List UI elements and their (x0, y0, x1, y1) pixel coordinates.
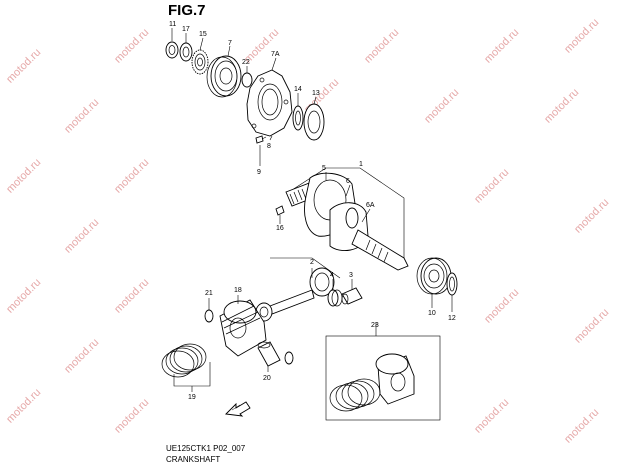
callout-16: 16 (276, 225, 284, 232)
callout-8: 8 (267, 143, 271, 150)
callout-1: 1 (359, 161, 363, 168)
callout-5: 5 (322, 165, 326, 172)
retainer-plate-7a (246, 69, 293, 137)
callout-6: 6 (346, 178, 350, 185)
callout-2: 2 (310, 259, 314, 266)
crank-pin-3 (341, 287, 363, 305)
screw-8 (255, 135, 267, 144)
callout-18: 18 (234, 287, 242, 294)
front-arrow-icon (225, 401, 251, 417)
callout-21: 21 (205, 290, 213, 297)
washer-17 (179, 42, 193, 62)
oil-seal-11 (165, 41, 179, 59)
callout-17: 17 (182, 26, 190, 33)
figure-name: CRANKSHAFT (166, 455, 221, 464)
callout-12: 12 (448, 315, 456, 322)
callout-11: 11 (169, 21, 176, 28)
spacer-13 (303, 103, 325, 141)
washer-22 (241, 72, 253, 88)
callout-22: 22 (242, 59, 250, 66)
piston-rings-19 (161, 343, 207, 378)
piston-pin-20 (257, 341, 281, 367)
callout-7a: 7A (271, 51, 280, 58)
callout-3: 3 (349, 272, 353, 279)
callout-15: 15 (199, 31, 207, 38)
callout-7: 7 (228, 40, 232, 47)
piston-set-box-23 (325, 335, 441, 421)
bearing-10 (416, 257, 452, 295)
callout-23: 23 (371, 322, 379, 329)
crankshaft-1 (285, 172, 409, 271)
callout-10: 10 (428, 310, 436, 317)
callout-6a: 6A (366, 202, 375, 209)
callout-20: 20 (263, 375, 271, 382)
key-16 (275, 205, 285, 216)
circlip-21 (204, 309, 214, 323)
callout-9: 9 (257, 169, 261, 176)
connecting-rod-2 (255, 267, 335, 322)
callout-19: 19 (188, 394, 196, 401)
figure-title: FIG.7 (168, 2, 206, 19)
needle-bearing-4 (327, 289, 343, 307)
shim-14 (292, 105, 304, 131)
callout-4: 4 (330, 272, 334, 279)
circlip-21-right (284, 351, 294, 365)
piston-18 (219, 299, 267, 357)
gear-15 (191, 49, 209, 75)
figure-code: UE125CTK1 P02_007 (166, 444, 246, 453)
bearing-7 (206, 55, 242, 98)
callout-13: 13 (312, 90, 320, 97)
circlip-12 (446, 272, 458, 296)
callout-14: 14 (294, 86, 302, 93)
